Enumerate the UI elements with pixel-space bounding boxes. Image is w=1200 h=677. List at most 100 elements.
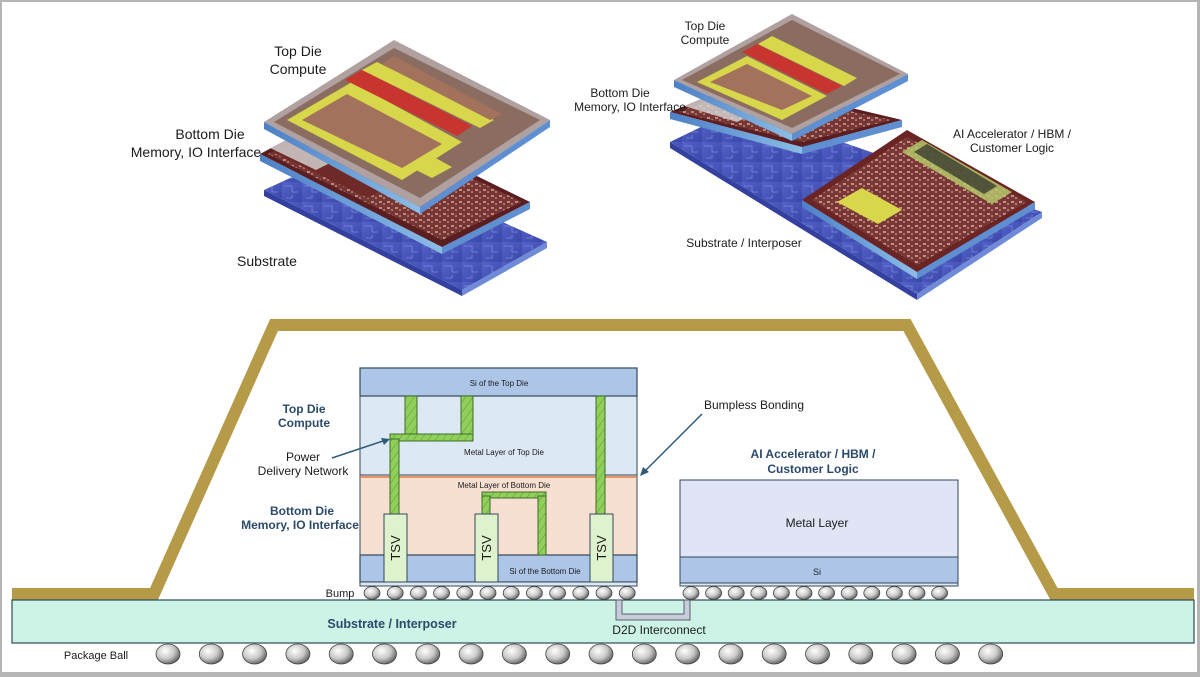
- package-ball: [545, 643, 571, 665]
- package-ball: [372, 643, 397, 665]
- label-bumpless-bonding: Bumpless Bonding: [704, 398, 804, 412]
- package-ball: [891, 643, 917, 665]
- label-top-die-right-2: Compute: [681, 33, 730, 47]
- substrate-interposer: [11, 599, 1195, 644]
- label-top-die-compute-2: Compute: [278, 416, 330, 430]
- bump: [409, 586, 427, 600]
- tsv-middle-label: TSV: [479, 535, 494, 561]
- bump: [502, 586, 520, 600]
- cross-section: Substrate / Interposer D2D Interconnect: [11, 319, 1195, 665]
- tsv-left-label: TSV: [388, 535, 403, 561]
- bump: [931, 586, 948, 600]
- package-ball: [805, 643, 830, 665]
- tsv-left: TSV: [383, 513, 408, 583]
- package-ball: [675, 643, 700, 665]
- label-top-die-right-1: Top Die: [685, 19, 726, 33]
- label-accelerator-right-2: Customer Logic: [970, 141, 1054, 155]
- label-accelerator-right-1: AI Accelerator / HBM /: [953, 127, 1072, 141]
- label-si-top-die: Si of the Top Die: [470, 379, 529, 388]
- label-bottom-die-1: Bottom Die: [270, 504, 334, 518]
- accelerator-si: [679, 556, 959, 586]
- bump: [840, 586, 858, 600]
- label-pdn-1: Power: [286, 450, 320, 464]
- label-bottom-die-right-2: Memory, IO Interface: [574, 100, 686, 114]
- label-accelerator-1: AI Accelerator / HBM /: [751, 447, 877, 461]
- label-substrate-left: Substrate: [237, 253, 297, 269]
- bump: [618, 586, 636, 600]
- bump: [908, 586, 926, 600]
- package-ball: [588, 643, 614, 665]
- package-ball: [631, 643, 657, 665]
- bump: [549, 586, 566, 600]
- bump: [479, 586, 497, 600]
- bump: [750, 586, 768, 600]
- top-die-chip: [264, 40, 550, 214]
- label-top-die-left-1: Top Die: [274, 43, 322, 59]
- package-ball: [718, 643, 744, 665]
- package-ball: [458, 643, 484, 665]
- label-bottom-die-2: Memory, IO Interface: [241, 518, 359, 532]
- label-bottom-die-left-2: Memory, IO Interface: [131, 144, 262, 160]
- package-ball: [935, 643, 960, 665]
- bump: [886, 586, 903, 600]
- label-metal-top-die: Metal Layer of Top Die: [464, 448, 544, 457]
- bump: [727, 586, 745, 600]
- package-ball: [415, 643, 441, 665]
- label-si-bottom-die: Si of the Bottom Die: [509, 567, 581, 576]
- bump: [433, 586, 451, 600]
- bump: [863, 586, 881, 600]
- bump: [795, 586, 813, 600]
- bump-row: [363, 586, 948, 600]
- label-substrate-right: Substrate / Interposer: [686, 236, 801, 250]
- tsv-middle: TSV: [474, 513, 499, 583]
- package-ball: [848, 643, 874, 665]
- d2d-interconnect: D2D Interconnect: [612, 599, 706, 637]
- package-ball: [328, 643, 354, 665]
- label-substrate-interposer: Substrate / Interposer: [327, 617, 456, 631]
- tsv-right-label: TSV: [594, 535, 609, 561]
- pdn-arrow: [331, 438, 390, 459]
- package-ball: [978, 643, 1004, 665]
- accelerator-die: AI Accelerator / HBM / Customer Logic Me…: [679, 447, 959, 587]
- stack-3d-left: Top Die Compute Bottom Die Memory, IO In…: [131, 40, 550, 296]
- bump: [386, 586, 404, 600]
- label-top-die-left-2: Compute: [270, 61, 327, 77]
- bump: [526, 586, 543, 600]
- tsv-right: TSV: [589, 513, 614, 583]
- label-bump: Bump: [326, 588, 355, 600]
- bump: [818, 586, 835, 600]
- label-accelerator-metal: Metal Layer: [786, 516, 849, 530]
- label-metal-bottom-die: Metal Layer of Bottom Die: [458, 481, 551, 490]
- package-ball: [242, 643, 268, 665]
- bump: [595, 586, 613, 600]
- power-delivery-network: [389, 395, 606, 556]
- bump: [705, 586, 722, 600]
- stacked-die: TSV TSV TSV Si of the Top Die Metal Laye…: [359, 367, 638, 587]
- package-ball: [761, 643, 787, 665]
- stack-3d-right: Top Die Compute Bottom Die Memory, IO In…: [574, 14, 1072, 300]
- label-package-ball: Package Ball: [64, 650, 128, 662]
- label-bottom-die-left-1: Bottom Die: [175, 126, 244, 142]
- label-top-die-compute-1: Top Die: [282, 402, 325, 416]
- label-d2d-interconnect: D2D Interconnect: [612, 623, 706, 637]
- bumpless-bonding-arrow: [640, 413, 703, 476]
- label-bottom-die-right-1: Bottom Die: [590, 86, 650, 100]
- si-top-die: [359, 367, 638, 397]
- package-ball: [155, 643, 181, 665]
- top-die-chip-right: [674, 14, 908, 141]
- bump: [363, 586, 381, 600]
- package-ball: [502, 643, 527, 665]
- bump: [456, 586, 474, 600]
- bump: [773, 586, 790, 600]
- mold-cap-outline: [12, 319, 1194, 600]
- label-accelerator-2: Customer Logic: [767, 462, 859, 476]
- accelerator-die-chip: [802, 130, 1035, 279]
- package-ball: [198, 643, 224, 665]
- label-pdn-2: Delivery Network: [258, 464, 350, 478]
- bump: [682, 586, 700, 600]
- label-accelerator-si: Si: [813, 567, 821, 577]
- package-ball: [285, 643, 311, 665]
- package-ball-row: [155, 643, 1004, 665]
